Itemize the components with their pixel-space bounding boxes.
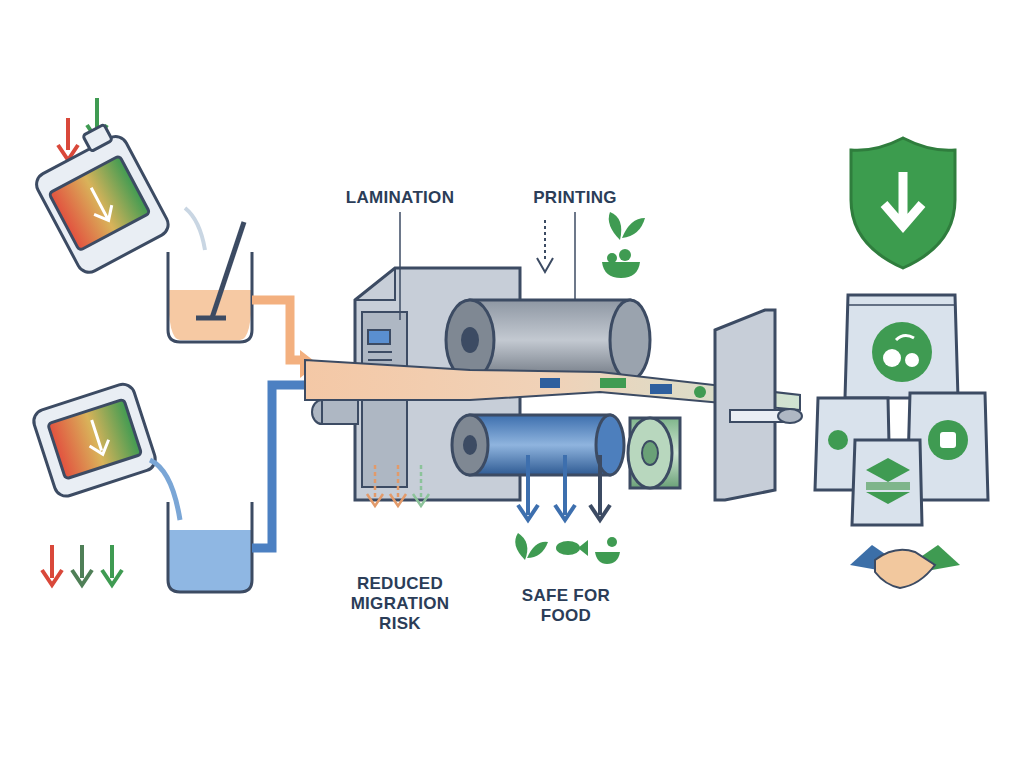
process-label: REDUCED MIGRATION RISK	[335, 574, 465, 634]
process-label: LAMINATION	[325, 188, 475, 208]
process-label: SAFE FOR FOOD	[511, 586, 621, 626]
process-label: PRINTING	[510, 188, 640, 208]
